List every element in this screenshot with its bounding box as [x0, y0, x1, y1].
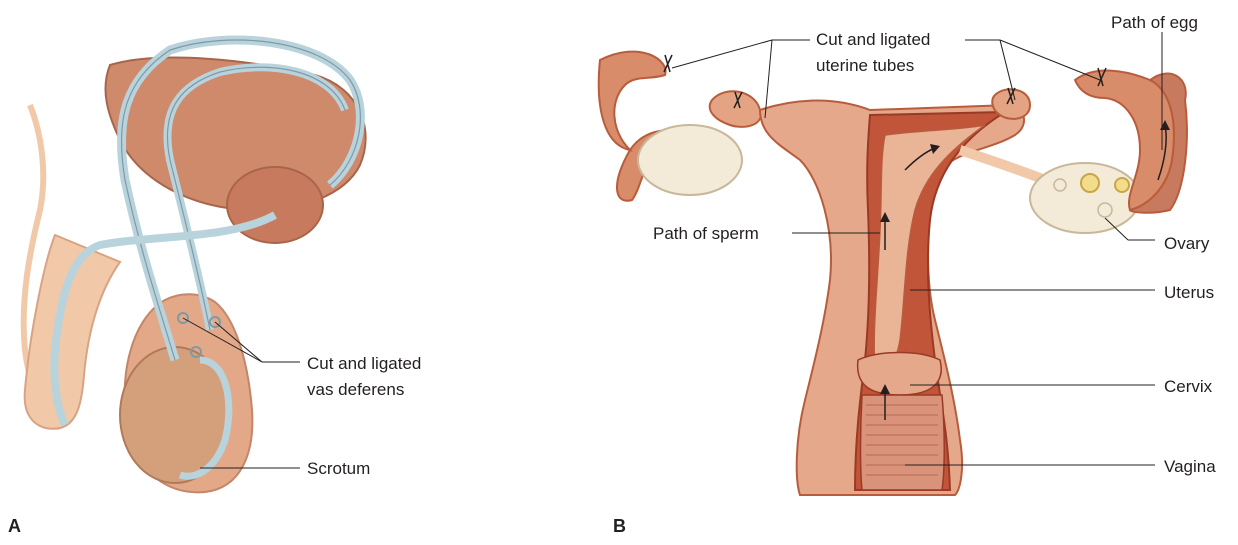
label-uterus: Uterus	[1164, 282, 1214, 303]
label-vagina: Vagina	[1164, 456, 1216, 477]
label-uterine-tubes-line1: Cut and ligated	[816, 29, 930, 50]
label-path-of-sperm: Path of sperm	[653, 223, 759, 244]
follicle	[1081, 174, 1099, 192]
ovarian-ligament-right	[960, 150, 1045, 180]
ovary-right	[1030, 163, 1140, 233]
follicle	[1054, 179, 1066, 191]
label-ovary: Ovary	[1164, 233, 1209, 254]
prostate	[227, 167, 323, 243]
cervix-shape	[858, 353, 942, 396]
label-cervix: Cervix	[1164, 376, 1212, 397]
label-path-of-egg: Path of egg	[1111, 12, 1198, 33]
female-reproductive-illustration	[599, 52, 1187, 495]
tube-stub-right	[992, 89, 1030, 119]
label-scrotum: Scrotum	[307, 458, 370, 479]
panel-label-a: A	[8, 516, 21, 537]
label-vas-deferens-line2: vas deferens	[307, 379, 404, 400]
label-vas-deferens-line1: Cut and ligated	[307, 353, 421, 374]
male-reproductive-illustration	[24, 40, 366, 492]
vaginal-canal	[861, 395, 945, 490]
panel-label-b: B	[613, 516, 626, 537]
tube-stub-left	[710, 91, 761, 127]
label-uterine-tubes-line2: uterine tubes	[816, 55, 914, 76]
follicle	[1115, 178, 1129, 192]
follicle	[1098, 203, 1112, 217]
penis	[25, 235, 120, 429]
ovary-left	[638, 125, 742, 195]
